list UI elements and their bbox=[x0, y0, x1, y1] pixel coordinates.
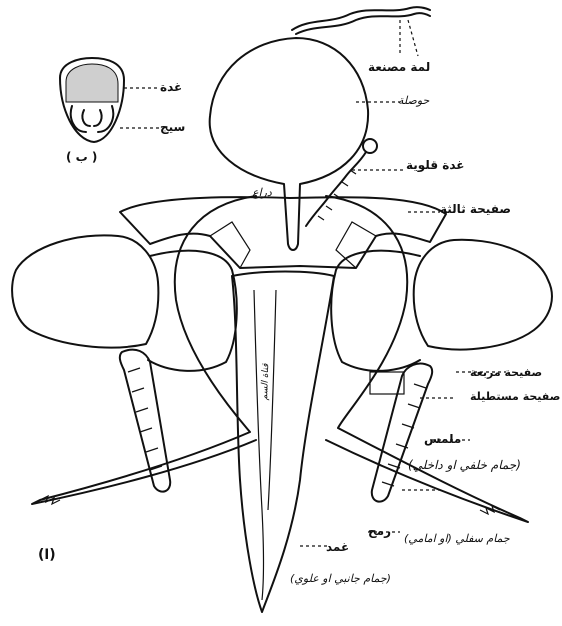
label-stylet: رمح bbox=[368, 524, 391, 538]
label-sac-thread: لمة مصنعة bbox=[368, 60, 430, 74]
label-vesicle: حوصلة bbox=[398, 94, 429, 108]
label-palp: ملمس bbox=[424, 432, 461, 446]
label-venom-gland: غدة قلوية bbox=[406, 158, 464, 172]
label-plate-oblong: صفيحة مربعة bbox=[470, 366, 542, 380]
coiled-thread bbox=[292, 7, 430, 56]
venom-gland bbox=[306, 139, 404, 226]
label-panel-a: (ا) bbox=[38, 548, 56, 562]
label-panel-b: ( ب ) bbox=[66, 150, 97, 164]
label-sting-cross: سيج bbox=[160, 120, 185, 134]
label-palp-note: (جمام خلفي او داخلي) bbox=[408, 458, 521, 472]
cross-section-b bbox=[60, 58, 160, 142]
label-plate-third: صفيحة ثالثة bbox=[440, 202, 511, 216]
label-sheath-note: (جمام جانبي او علوي) bbox=[290, 572, 391, 586]
label-sheath: غمد bbox=[326, 540, 349, 554]
stylets bbox=[32, 196, 528, 522]
label-gland-upper: غدة bbox=[160, 80, 182, 94]
label-plate-rect: صفيحة مستطيلة bbox=[470, 390, 560, 404]
upper-plates bbox=[120, 197, 446, 268]
label-disc: دراع bbox=[252, 186, 272, 200]
label-canal: قناة السم bbox=[258, 363, 273, 400]
sting-sheath bbox=[232, 272, 334, 613]
label-stylet-note: جمام سفلي (او امامي) bbox=[404, 532, 510, 546]
